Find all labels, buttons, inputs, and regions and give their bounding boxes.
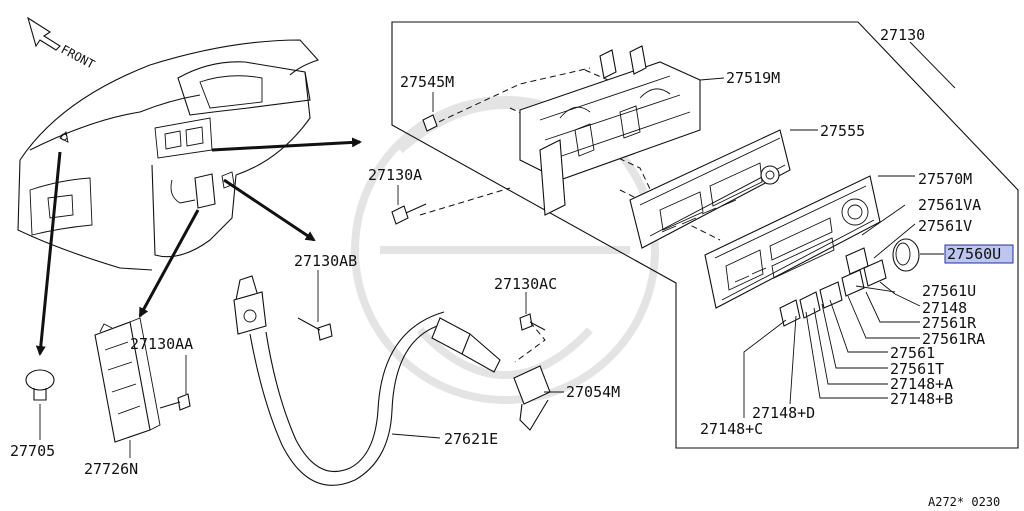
label-27130a[interactable]: 27130A bbox=[368, 166, 422, 184]
label-27054m[interactable]: 27054M bbox=[566, 383, 620, 401]
label-27148d[interactable]: 27148+D bbox=[752, 404, 815, 422]
label-27561t[interactable]: 27561T bbox=[890, 360, 944, 378]
part-labels: 27130 27545M 27519M 27555 27130A 27570M … bbox=[10, 26, 1001, 509]
leader-lines bbox=[39, 41, 956, 458]
label-27705[interactable]: 27705 bbox=[10, 442, 55, 460]
control-unit-27726n bbox=[94, 317, 161, 443]
label-27130[interactable]: 27130 bbox=[880, 26, 925, 44]
label-27148a[interactable]: 27148+A bbox=[890, 375, 953, 393]
knob-27560u bbox=[892, 238, 920, 272]
label-27561va[interactable]: 27561VA bbox=[918, 196, 981, 214]
label-27519m[interactable]: 27519M bbox=[726, 69, 780, 87]
label-27726n[interactable]: 27726N bbox=[84, 460, 138, 478]
aspirator-hose-27621e bbox=[233, 275, 551, 486]
assembly-frame bbox=[391, 21, 1019, 449]
label-27545m[interactable]: 27545M bbox=[400, 73, 454, 91]
label-27561v[interactable]: 27561V bbox=[918, 217, 972, 235]
label-27561r[interactable]: 27561R bbox=[922, 314, 977, 332]
location-arrows bbox=[35, 137, 362, 356]
label-27561[interactable]: 27561 bbox=[890, 344, 935, 362]
footer-code: A272* 0230 bbox=[928, 495, 1000, 509]
label-27130aa[interactable]: 27130AA bbox=[130, 335, 193, 353]
control-panel-27555 bbox=[629, 129, 791, 249]
label-27570m[interactable]: 27570M bbox=[918, 170, 972, 188]
front-arrow-icon bbox=[27, 16, 61, 51]
label-27560u[interactable]: 27560U bbox=[947, 245, 1001, 263]
label-27621e[interactable]: 27621E bbox=[444, 430, 498, 448]
label-27148b[interactable]: 27148+B bbox=[890, 390, 953, 408]
fasteners bbox=[159, 114, 546, 411]
label-27561ra[interactable]: 27561RA bbox=[922, 330, 985, 348]
label-27130ab[interactable]: 27130AB bbox=[294, 252, 357, 270]
front-direction-indicator: FRONT bbox=[27, 16, 97, 72]
highlight-box bbox=[944, 244, 1014, 264]
label-27148[interactable]: 27148 bbox=[922, 299, 967, 317]
front-label: FRONT bbox=[59, 42, 97, 71]
label-27130ac[interactable]: 27130AC bbox=[494, 275, 557, 293]
bracket-27519m bbox=[519, 45, 701, 216]
label-27561u[interactable]: 27561U bbox=[922, 282, 976, 300]
dash-unit-location bbox=[194, 173, 216, 209]
label-27555[interactable]: 27555 bbox=[820, 122, 865, 140]
clip-27705 bbox=[25, 369, 55, 401]
label-27148c[interactable]: 27148+C bbox=[700, 420, 763, 438]
dashboard-outline bbox=[17, 39, 319, 271]
button-cluster bbox=[779, 247, 887, 327]
